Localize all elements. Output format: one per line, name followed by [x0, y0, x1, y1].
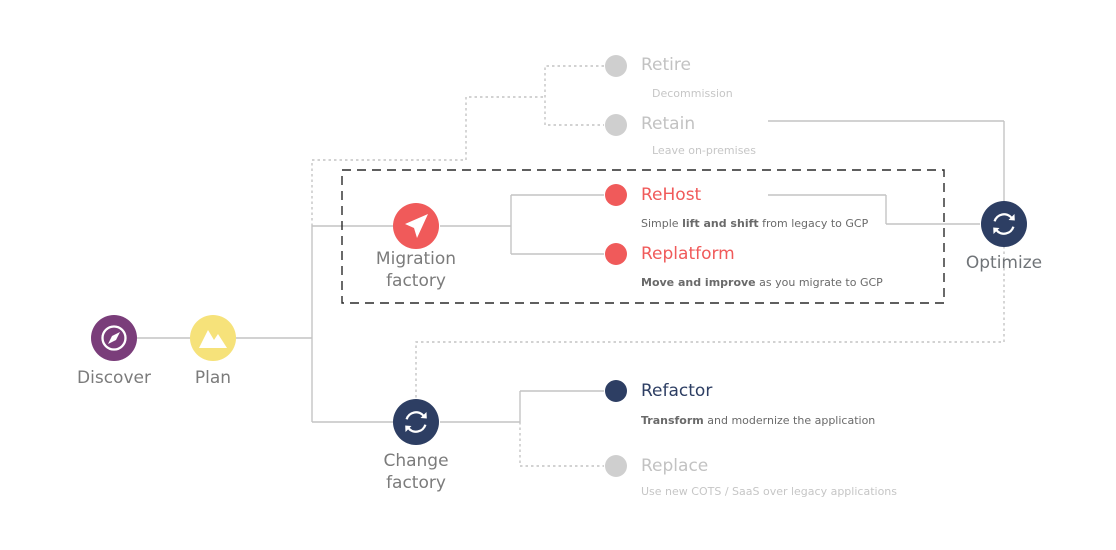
rehost-desc-suffix: from legacy to GCP [758, 217, 869, 230]
replatform-description: Move and improve as you migrate to GCP [641, 277, 883, 288]
discover-label: Discover [77, 368, 151, 388]
migration-factory-label-line1: Migration [375, 249, 457, 269]
optimize-label: Optimize [965, 253, 1043, 273]
retire-dot [605, 55, 627, 77]
refactor-dot [605, 380, 627, 402]
plan-label: Plan [194, 368, 232, 388]
retain-dot [605, 114, 627, 136]
replatform-title: Replatform [641, 244, 735, 264]
retire-title: Retire [641, 55, 691, 75]
rehost-dot [605, 184, 627, 206]
replatform-desc-suffix: as you migrate to GCP [755, 276, 883, 289]
refresh-icon [993, 213, 1015, 235]
change-factory-label-line1: Change [383, 451, 449, 471]
migration-factory-boundary [341, 169, 945, 304]
rehost-title: ReHost [641, 185, 702, 205]
paper-plane-icon [405, 214, 428, 238]
dotted-connectors [311, 65, 1005, 467]
compass-icon [101, 325, 127, 351]
change-factory-label-line2: factory [386, 473, 446, 493]
migration-factory-node [393, 203, 439, 249]
refactor-desc-emphasis: Transform [641, 414, 704, 427]
migration-factory-label-line2: factory [386, 271, 446, 291]
refactor-title: Refactor [641, 381, 713, 401]
replace-description: Use new COTS / SaaS over legacy applicat… [641, 485, 897, 498]
rehost-desc-emphasis: lift and shift [682, 217, 759, 230]
refactor-description: Transform and modernize the application [641, 415, 875, 426]
retain-title: Retain [641, 114, 696, 134]
retain-description: Leave on-premises [652, 144, 756, 157]
replatform-dot [605, 243, 627, 265]
rehost-desc-prefix: Simple [641, 217, 683, 230]
refactor-desc-suffix: and modernize the application [703, 414, 876, 427]
rehost-description: Simple lift and shift from legacy to GCP [641, 218, 868, 229]
plan-node [190, 315, 236, 361]
discover-node [91, 315, 137, 361]
retire-description: Decommission [652, 87, 733, 100]
connector-lines [136, 120, 1005, 423]
replatform-desc-emphasis: Move and improve [641, 276, 756, 289]
change-factory-node [393, 399, 439, 445]
refresh-icon [405, 411, 427, 433]
replace-title: Replace [641, 456, 709, 476]
optimize-node [981, 201, 1027, 247]
replace-dot [605, 455, 627, 477]
mountain-icon [199, 330, 227, 348]
